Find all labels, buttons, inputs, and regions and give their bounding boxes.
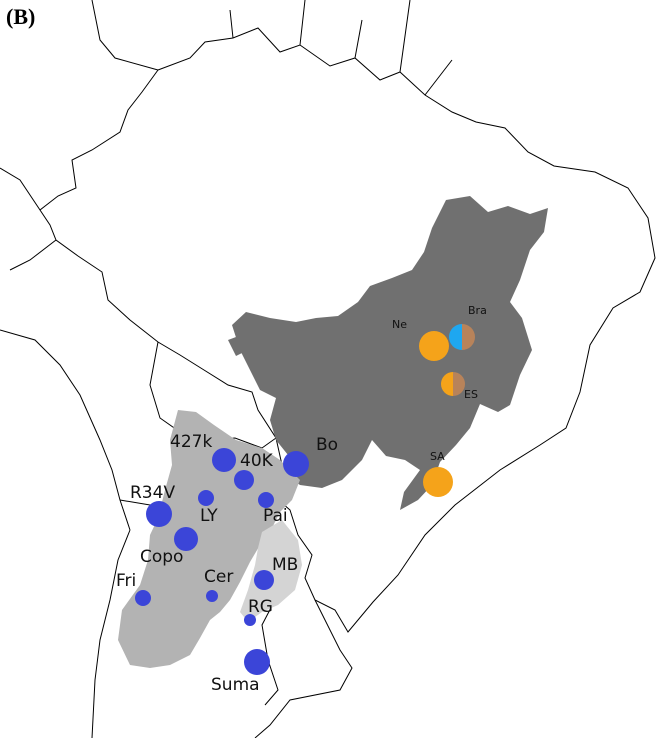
marker-ne: [419, 331, 449, 361]
panel-label: (B): [6, 4, 36, 29]
label-bo: Bo: [316, 435, 338, 455]
label-427k: 427k: [170, 432, 212, 452]
label-copo: Copo: [140, 547, 183, 567]
northeast-markers: [419, 324, 475, 497]
label-es: ES: [464, 388, 478, 401]
marker-mb: [254, 570, 274, 590]
label-pai: Pai: [263, 506, 288, 526]
south-distribution-region: [118, 410, 300, 668]
marker-cer: [206, 590, 218, 602]
label-40k: 40K: [240, 451, 274, 471]
label-r34v: R34V: [130, 483, 175, 503]
label-cer: Cer: [204, 567, 233, 587]
blue-markers: [135, 448, 309, 675]
south-light-region: [240, 520, 302, 622]
label-sa: SA: [430, 450, 445, 463]
west-border: [0, 167, 131, 531]
label-mb: MB: [272, 555, 298, 575]
label-bra: Bra: [468, 304, 487, 317]
label-suma: Suma: [211, 675, 260, 695]
label-ne: Ne: [392, 318, 407, 331]
marker-labels: 427k 40K Bo R34V LY Pai Copo Cer MB Fri …: [116, 304, 487, 695]
north-distribution-region: [232, 196, 548, 510]
marker-ly: [198, 490, 214, 506]
marker-sa: [423, 467, 453, 497]
marker-es: [441, 372, 465, 396]
label-ly: LY: [200, 506, 218, 526]
label-rg: RG: [248, 597, 273, 617]
marker-bra: [449, 324, 475, 350]
north-border: [91, 0, 453, 96]
marker-copo: [174, 527, 198, 551]
marker-pai: [258, 492, 274, 508]
label-fri: Fri: [116, 571, 136, 591]
marker-40k: [234, 470, 254, 490]
marker-427k: [212, 448, 236, 472]
marker-rg: [244, 614, 256, 626]
marker-fri: [135, 590, 151, 606]
north-region-fragment: [228, 334, 248, 356]
marker-r34v: [146, 501, 172, 527]
brazil-border: [39, 27, 656, 633]
marker-bo: [283, 451, 309, 477]
marker-suma: [244, 649, 270, 675]
